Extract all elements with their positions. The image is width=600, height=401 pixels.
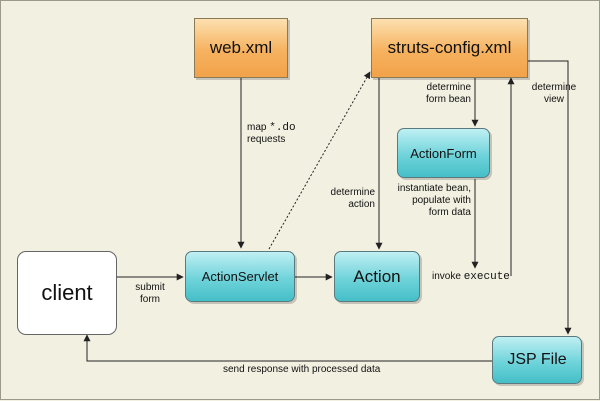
action-node: Action — [334, 251, 420, 302]
map-do-label: map *.do requests — [247, 122, 296, 145]
webxml-node-label: web.xml — [209, 38, 273, 57]
client-node-label: client — [41, 280, 93, 305]
jspfile-node-label: JSP File — [507, 351, 567, 368]
determine-view-label: determine view — [531, 82, 577, 105]
instantiate-bean-label: instantiate bean, populate with form dat… — [397, 183, 471, 218]
determine-form-bean-label: determine form bean — [425, 82, 471, 105]
action-node-label: Action — [353, 266, 401, 286]
strutsconfig-node: struts-config.xml — [371, 18, 528, 78]
arrow-strutsconfig-to-jspfile — [528, 60, 572, 335]
client-node: client — [17, 251, 117, 335]
submit-form-label: submit form — [135, 282, 165, 305]
actionform-node-label: ActionForm — [410, 145, 477, 161]
arrow-actionservlet-to-strutsconfig — [268, 71, 371, 250]
strutsconfig-node-label: struts-config.xml — [387, 38, 512, 57]
actionservlet-node-label: ActionServlet — [201, 269, 279, 284]
arrow-jspfile-to-client — [83, 334, 492, 362]
invoke-execute-label: invoke execute — [432, 271, 510, 283]
actionform-node: ActionForm — [397, 128, 490, 178]
send-response-label: send response with processed data — [223, 364, 381, 375]
determine-action-label: determine action — [330, 187, 375, 210]
jspfile-node: JSP File — [492, 336, 582, 384]
webxml-node: web.xml — [194, 18, 288, 78]
actionservlet-node: ActionServlet — [185, 251, 295, 302]
